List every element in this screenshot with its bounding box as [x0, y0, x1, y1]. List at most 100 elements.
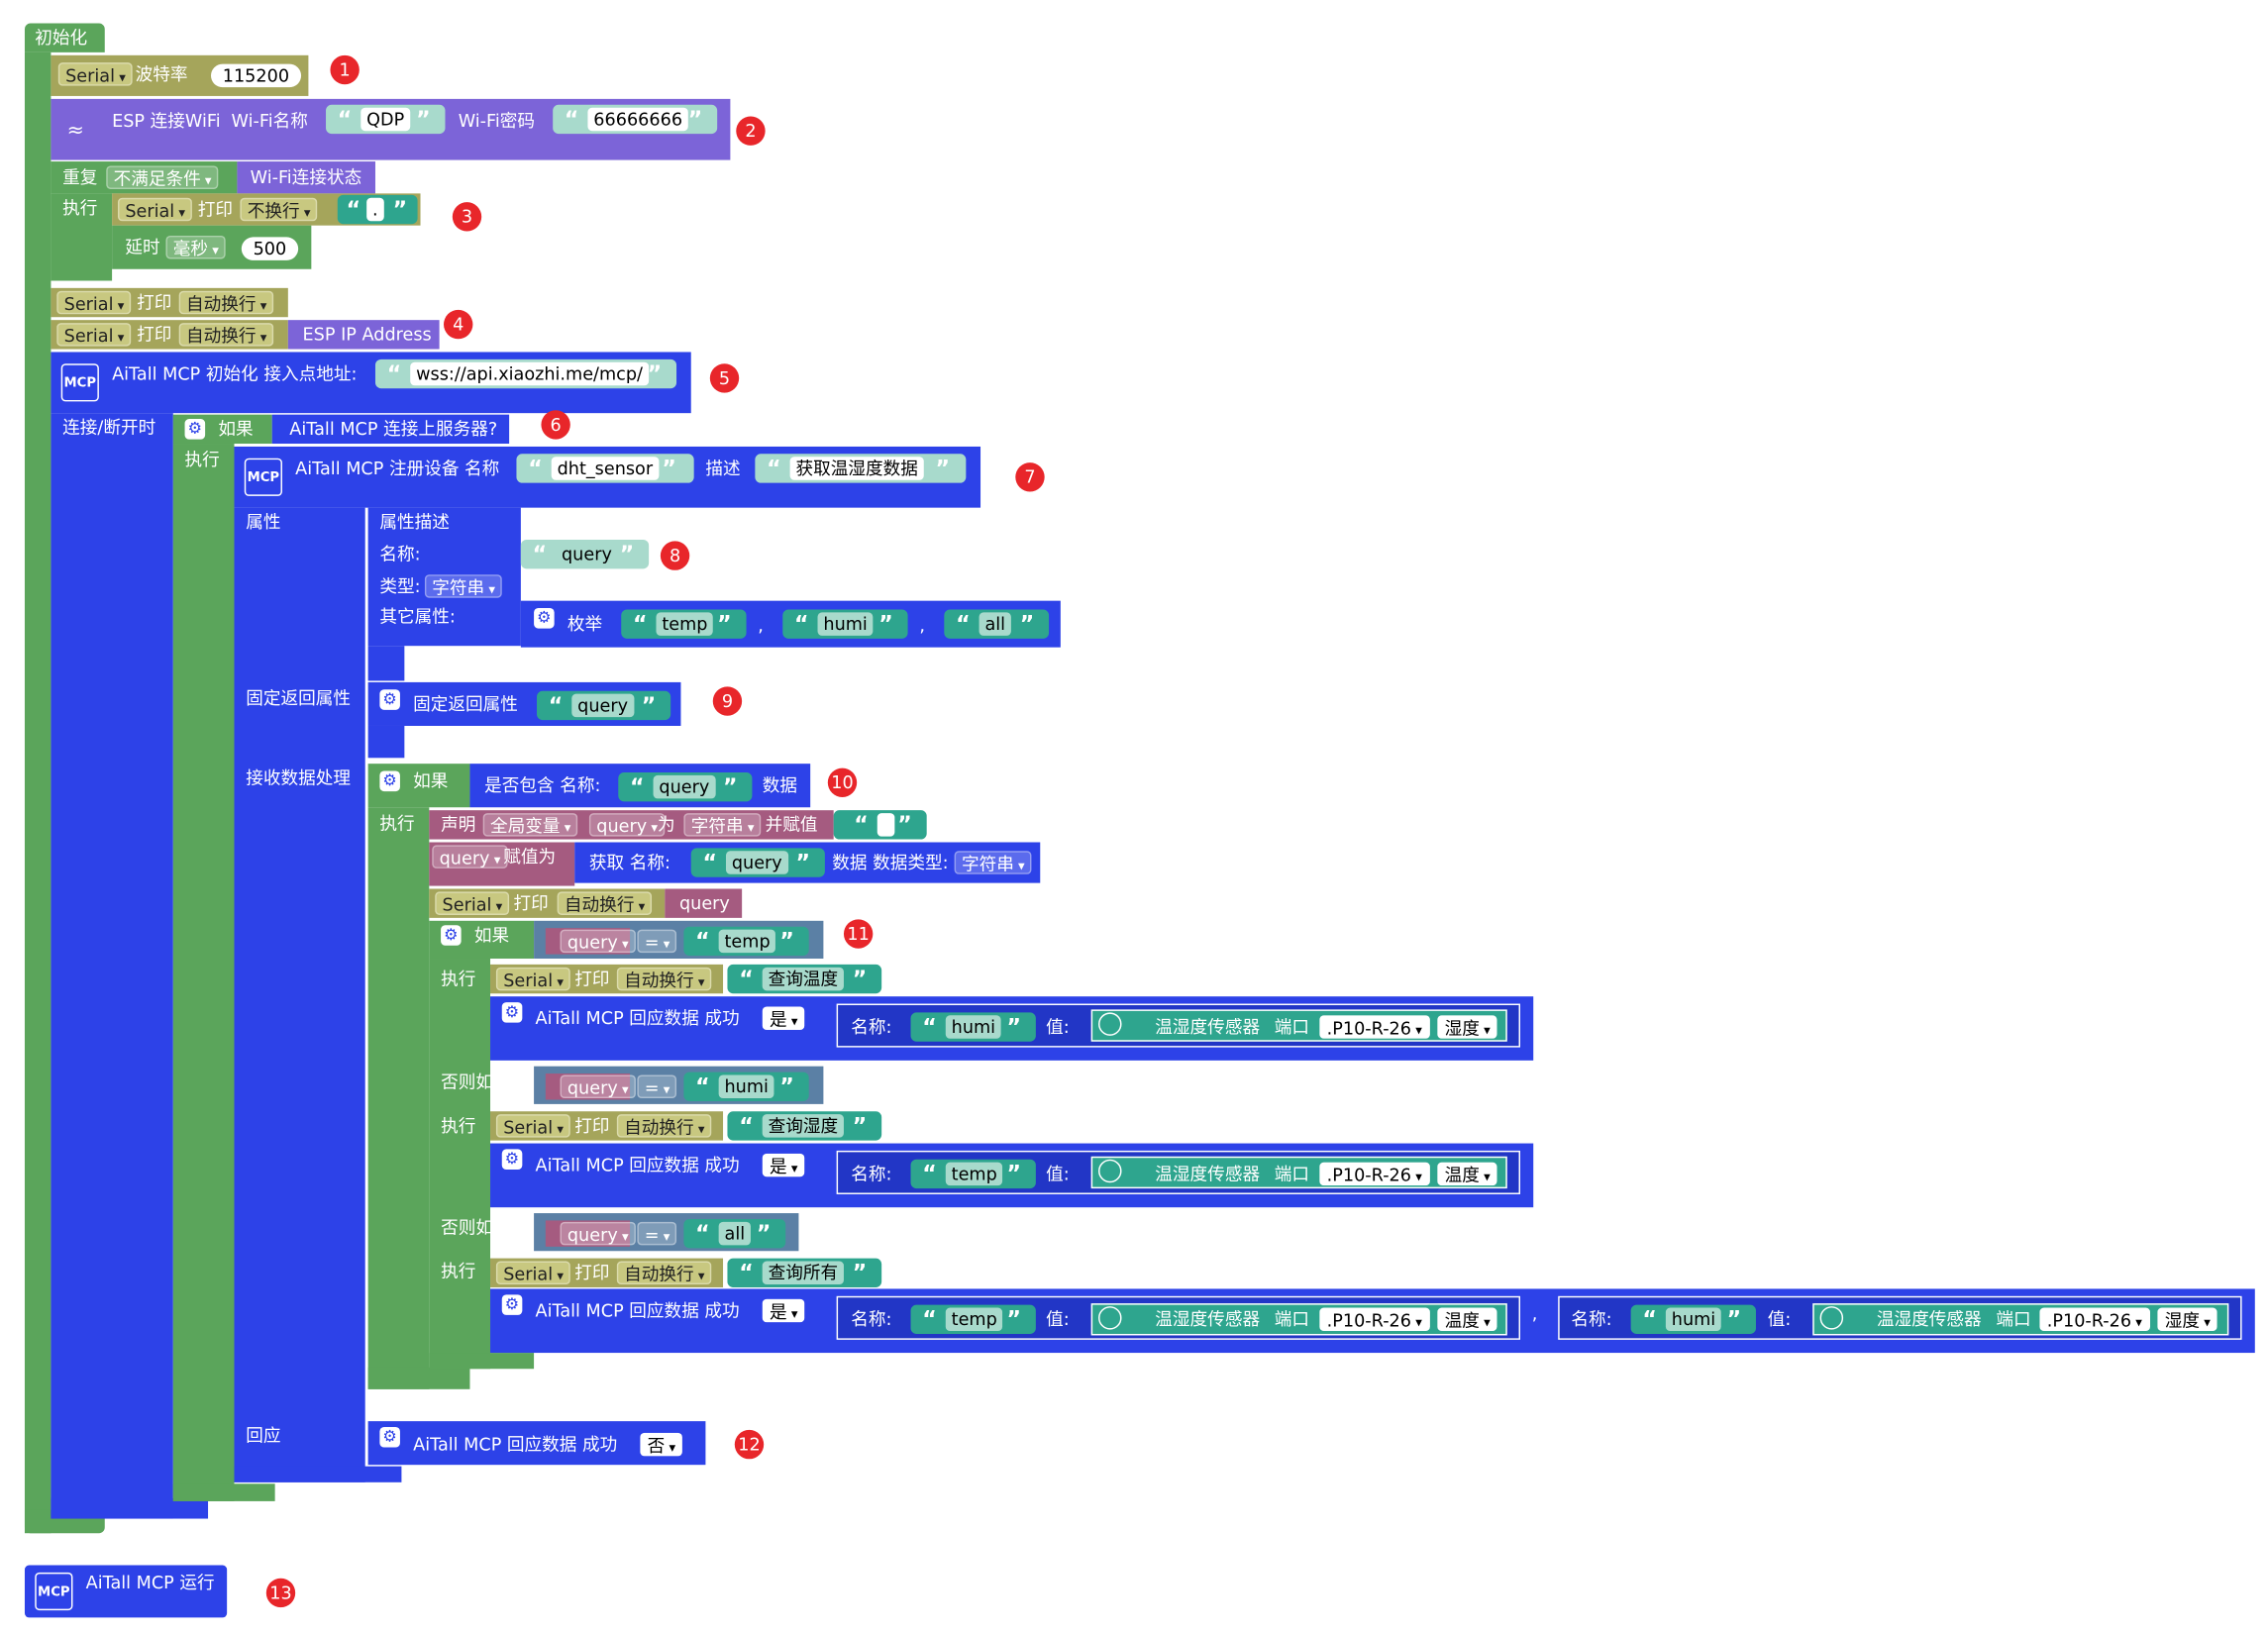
attr-name-string[interactable]: “query” — [520, 539, 650, 569]
wifi-pwd-input[interactable]: 66666666 — [587, 107, 688, 132]
enum-temp-input[interactable]: temp — [656, 612, 714, 636]
kv-name-input[interactable]: humi — [945, 1015, 1001, 1039]
kv-name-input[interactable]: temp — [945, 1162, 1003, 1186]
dot-string[interactable]: “.” — [337, 194, 418, 225]
var-type-dropdown[interactable]: 字符串 — [683, 813, 762, 837]
type-dropdown[interactable]: 字符串 — [424, 574, 503, 598]
success-dropdown[interactable]: 是 — [762, 1006, 805, 1030]
empty-string[interactable]: “” — [833, 810, 927, 840]
serial-dropdown[interactable]: Serial — [495, 1114, 571, 1138]
all-input[interactable]: all — [718, 1221, 751, 1246]
newline-dropdown[interactable]: 自动换行 — [616, 1114, 712, 1138]
enum-humi-string[interactable]: “humi” — [782, 609, 908, 639]
serial-dropdown[interactable]: Serial — [435, 891, 510, 915]
gear-icon[interactable]: ⚙ — [184, 419, 206, 440]
enum-temp-string[interactable]: “temp” — [621, 609, 747, 639]
init-block[interactable] — [24, 23, 105, 52]
gear-icon[interactable]: ⚙ — [379, 689, 400, 710]
serial-dropdown[interactable]: Serial — [56, 323, 132, 347]
q-all-input[interactable]: 查询所有 — [762, 1261, 844, 1285]
newline-dropdown[interactable]: 自动换行 — [616, 967, 712, 991]
metric-dropdown[interactable]: 温度 — [1437, 1162, 1498, 1186]
serial-dropdown[interactable]: Serial — [495, 1261, 571, 1285]
serial-dropdown[interactable]: Serial — [495, 967, 571, 991]
newline-dropdown[interactable]: 不换行 — [240, 197, 318, 222]
serial-dropdown[interactable]: Serial — [117, 197, 193, 222]
gear-icon[interactable]: ⚙ — [501, 1002, 523, 1023]
newline-dropdown[interactable]: 自动换行 — [178, 290, 274, 315]
gear-icon[interactable]: ⚙ — [501, 1149, 523, 1170]
port-dropdown[interactable]: .P10-R-26 — [1319, 1307, 1430, 1332]
sensor-block[interactable] — [1090, 1156, 1507, 1189]
gear-icon[interactable]: ⚙ — [501, 1294, 523, 1315]
get-query-input[interactable]: query — [725, 851, 788, 874]
var-dropdown[interactable]: query — [560, 929, 636, 954]
get-query-string[interactable]: “query” — [690, 848, 825, 877]
ip-block[interactable] — [287, 320, 440, 350]
dev-name-input[interactable]: dht_sensor — [551, 457, 659, 480]
repeat-mode-dropdown[interactable]: 不满足条件 — [106, 165, 219, 189]
gear-icon[interactable]: ⚙ — [441, 925, 462, 946]
newline-dropdown[interactable]: 自动换行 — [557, 891, 653, 915]
humi-input[interactable]: humi — [718, 1074, 774, 1099]
contains-query-string[interactable]: “query” — [618, 771, 753, 802]
var-dropdown[interactable]: query — [560, 1221, 636, 1246]
mcp-connected-block[interactable] — [271, 414, 510, 445]
attr-name-input[interactable]: query — [556, 542, 618, 566]
port-dropdown[interactable]: .P10-R-26 — [1319, 1015, 1430, 1039]
success-dropdown[interactable]: 否 — [640, 1432, 683, 1457]
empty-input[interactable] — [876, 813, 895, 837]
serial-dropdown[interactable]: Serial — [57, 62, 134, 86]
q-all-string[interactable]: “查询所有” — [727, 1258, 882, 1287]
q-temp-input[interactable]: 查询温度 — [762, 967, 844, 991]
gear-icon[interactable]: ⚙ — [379, 1426, 400, 1448]
newline-dropdown[interactable]: 自动换行 — [616, 1261, 712, 1285]
q-temp-string[interactable]: “查询温度” — [727, 964, 882, 994]
q-humi-input[interactable]: 查询湿度 — [762, 1114, 844, 1138]
port-dropdown[interactable]: .P10-R-26 — [2039, 1307, 2150, 1332]
success-dropdown[interactable]: 是 — [762, 1153, 805, 1177]
temp-input[interactable]: temp — [718, 929, 776, 954]
delay-input[interactable]: 500 — [241, 237, 298, 260]
var-dropdown[interactable]: query — [432, 845, 508, 868]
mcp-url-string[interactable]: “wss://api.xiaozhi.me/mcp/” — [374, 358, 677, 389]
temp-string[interactable]: “temp” — [683, 926, 809, 957]
eq-dropdown[interactable]: = — [637, 1221, 677, 1246]
baud-input[interactable]: 115200 — [210, 63, 301, 88]
port-dropdown[interactable]: .P10-R-26 — [1319, 1162, 1430, 1186]
fixed-query-input[interactable]: query — [571, 693, 634, 718]
metric-dropdown[interactable]: 湿度 — [1437, 1015, 1498, 1039]
kv-name-string[interactable]: “temp” — [910, 1304, 1036, 1334]
gear-icon[interactable]: ⚙ — [379, 770, 400, 792]
q-humi-string[interactable]: “查询湿度” — [727, 1111, 882, 1141]
metric-dropdown[interactable]: 湿度 — [2157, 1307, 2218, 1332]
newline-dropdown[interactable]: 自动换行 — [178, 323, 274, 347]
metric-dropdown[interactable]: 温度 — [1437, 1307, 1498, 1332]
desc-string[interactable]: “获取温湿度数据” — [755, 454, 967, 483]
var-name-field[interactable]: query — [588, 813, 666, 837]
wifi-state-block[interactable] — [237, 161, 375, 194]
scope-dropdown[interactable]: 全局变量 — [482, 813, 578, 837]
success-dropdown[interactable]: 是 — [762, 1298, 805, 1323]
data-type-dropdown[interactable]: 字符串 — [954, 851, 1033, 874]
var-get-block[interactable] — [665, 888, 743, 918]
wifi-name-input[interactable]: QDP — [361, 107, 411, 132]
contains-query-input[interactable]: query — [653, 774, 716, 799]
ms-dropdown[interactable]: 毫秒 — [165, 235, 227, 259]
serial-dropdown[interactable]: Serial — [56, 290, 132, 315]
kv-name-input[interactable]: temp — [945, 1307, 1003, 1332]
dot-input[interactable]: . — [366, 197, 384, 222]
var-dropdown[interactable]: query — [560, 1074, 636, 1099]
enum-all-input[interactable]: all — [979, 612, 1011, 636]
gear-icon[interactable]: ⚙ — [534, 608, 555, 629]
dev-name-string[interactable]: “dht_sensor” — [516, 454, 694, 483]
wifi-pwd-string[interactable]: “66666666” — [553, 104, 718, 135]
enum-humi-input[interactable]: humi — [817, 612, 874, 636]
enum-all-string[interactable]: “all” — [944, 609, 1050, 639]
kv-name-string[interactable]: “temp” — [910, 1159, 1036, 1189]
kv-name-input[interactable]: humi — [1665, 1307, 1722, 1332]
humi-string[interactable]: “humi” — [683, 1072, 809, 1101]
kv-name-string[interactable]: “humi” — [910, 1012, 1036, 1042]
all-string[interactable]: “all” — [683, 1218, 786, 1249]
eq-dropdown[interactable]: = — [637, 929, 677, 954]
